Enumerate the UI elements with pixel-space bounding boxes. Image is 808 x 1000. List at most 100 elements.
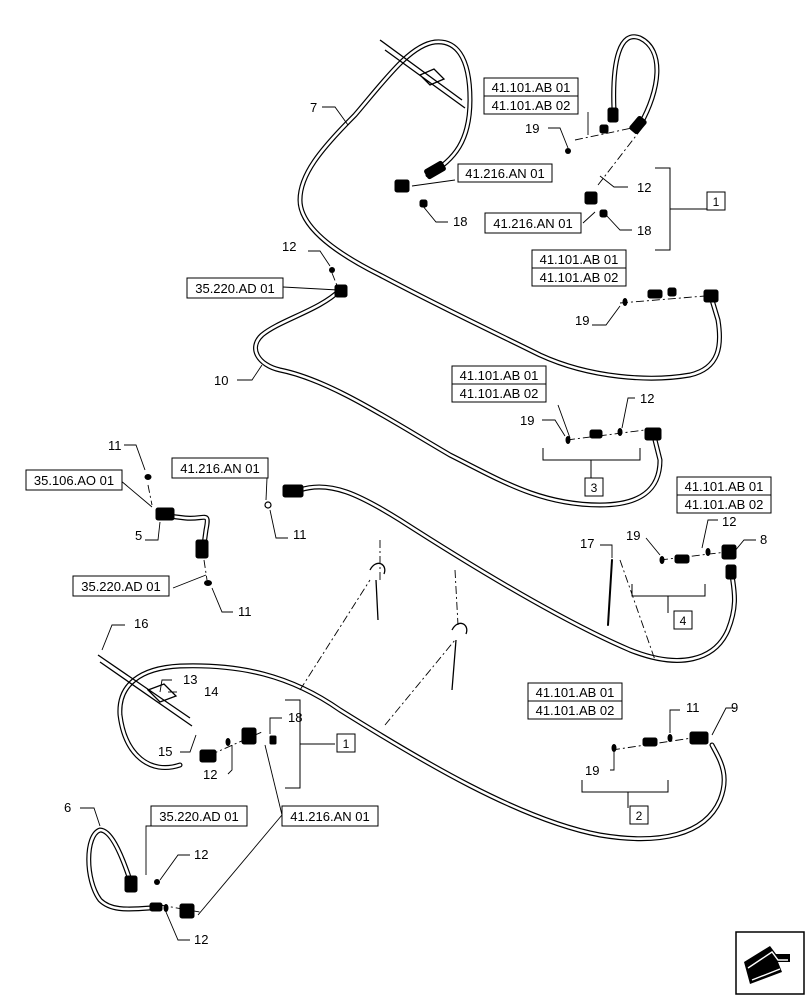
- group-box-label: 1: [343, 737, 350, 751]
- callout: 19: [626, 528, 640, 543]
- callout: 18: [453, 214, 467, 229]
- brace-group-2: [581, 780, 669, 808]
- assembly-lines: [147, 127, 727, 913]
- o-ring: [163, 904, 169, 912]
- ref-label: 41.216.AN 01: [493, 216, 573, 231]
- hoses: [86, 34, 737, 912]
- ref-label: 41.101.AB 01: [540, 252, 619, 267]
- group-box: 3: [584, 477, 604, 497]
- fitting: [642, 737, 658, 747]
- o-ring: [204, 580, 212, 586]
- group-box: 1: [706, 191, 726, 211]
- o-ring: [617, 428, 623, 436]
- fitting: [667, 287, 677, 297]
- ref-box-k: 41.101.AB 01 41.101.AB 02: [527, 682, 623, 720]
- fitting: [703, 289, 719, 303]
- fitting: [419, 199, 428, 208]
- fitting: [607, 107, 619, 123]
- fitting: [269, 735, 277, 745]
- callout: 11: [108, 438, 122, 453]
- callout: 6: [64, 800, 71, 815]
- callout: 18: [637, 223, 651, 238]
- callout: 19: [525, 121, 539, 136]
- callout: 12: [194, 847, 208, 862]
- callout: 10: [214, 373, 228, 388]
- fitting: [199, 749, 217, 763]
- ref-box-f: 41.101.AB 01 41.101.AB 02: [451, 365, 547, 403]
- clip-b: [451, 622, 468, 691]
- ref-box-a: 41.101.AB 01 41.101.AB 02: [483, 77, 579, 115]
- callout: 12: [194, 932, 208, 947]
- o-ring: [329, 267, 335, 273]
- callout: 17: [580, 536, 594, 551]
- callout: 12: [722, 514, 736, 529]
- ref-box-l: 35.220.AD 01: [150, 805, 248, 827]
- ref-label: 41.101.AB 02: [685, 497, 764, 512]
- fitting: [674, 554, 690, 564]
- callout: 12: [282, 239, 296, 254]
- callout: 19: [575, 313, 589, 328]
- hose-8: [297, 484, 737, 663]
- group-number-boxes: 1 3 4 1 2: [336, 191, 726, 825]
- bracket-left: [97, 654, 193, 727]
- ref-label: 41.101.AB 01: [460, 368, 539, 383]
- o-ring: [154, 879, 160, 885]
- ref-label: 41.101.AB 02: [460, 386, 539, 401]
- fitting: [599, 209, 608, 218]
- fitting: [584, 191, 598, 205]
- callout: 8: [760, 532, 767, 547]
- brace-group-1b: [285, 699, 335, 789]
- ref-box-d: 41.101.AB 01 41.101.AB 02: [531, 249, 627, 287]
- hose-top-right-loop: [611, 34, 660, 128]
- fitting: [424, 160, 446, 180]
- ref-label: 41.101.AB 01: [536, 685, 615, 700]
- o-ring: [611, 744, 617, 752]
- fitting: [282, 484, 304, 498]
- callout: 7: [310, 100, 317, 115]
- callout: 14: [204, 684, 218, 699]
- callout: 12: [640, 391, 654, 406]
- o-ring: [667, 734, 673, 742]
- ref-label: 41.101.AB 02: [540, 270, 619, 285]
- brace-group-1a: [655, 167, 710, 251]
- bracket-top: [379, 39, 466, 109]
- fitting: [241, 727, 257, 745]
- fitting: [599, 124, 609, 134]
- ref-label: 35.220.AD 01: [81, 579, 161, 594]
- fitting: [124, 875, 138, 893]
- group-box: 4: [673, 610, 693, 630]
- callout: 12: [203, 767, 217, 782]
- callout: 11: [238, 604, 252, 619]
- fitting: [394, 179, 410, 193]
- reference-labels: 41.101.AB 01 41.101.AB 02 41.216.AN 01 4…: [25, 77, 772, 827]
- clip-a: [369, 562, 386, 621]
- o-ring: [264, 501, 272, 509]
- ref-label: 41.216.AN 01: [465, 166, 545, 181]
- ref-label: 35.220.AD 01: [195, 281, 275, 296]
- ref-box-c: 41.216.AN 01: [484, 212, 582, 234]
- callout: 11: [293, 527, 307, 542]
- ref-box-h: 41.216.AN 01: [171, 457, 269, 479]
- hose-10: [253, 287, 663, 508]
- callout: 16: [134, 616, 148, 631]
- fitting: [155, 507, 175, 521]
- o-ring: [565, 148, 571, 154]
- ref-label: 41.216.AN 01: [290, 809, 370, 824]
- next-page-arrow-icon[interactable]: [735, 931, 805, 995]
- o-ring: [622, 298, 628, 306]
- brace-group-3: [542, 448, 641, 480]
- hose-5: [157, 512, 210, 548]
- leader-lines: [80, 106, 756, 941]
- hose-7: [297, 39, 723, 381]
- fittings: [124, 107, 737, 919]
- group-box: 2: [629, 805, 649, 825]
- hose-6: [86, 827, 153, 912]
- ref-label: 41.216.AN 01: [180, 461, 260, 476]
- callout: 12: [637, 180, 651, 195]
- ref-label: 41.101.AB 01: [685, 479, 764, 494]
- o-ring: [705, 548, 711, 556]
- hose-9: [117, 663, 727, 842]
- ref-box-e: 35.220.AD 01: [186, 277, 284, 299]
- fitting: [334, 284, 348, 298]
